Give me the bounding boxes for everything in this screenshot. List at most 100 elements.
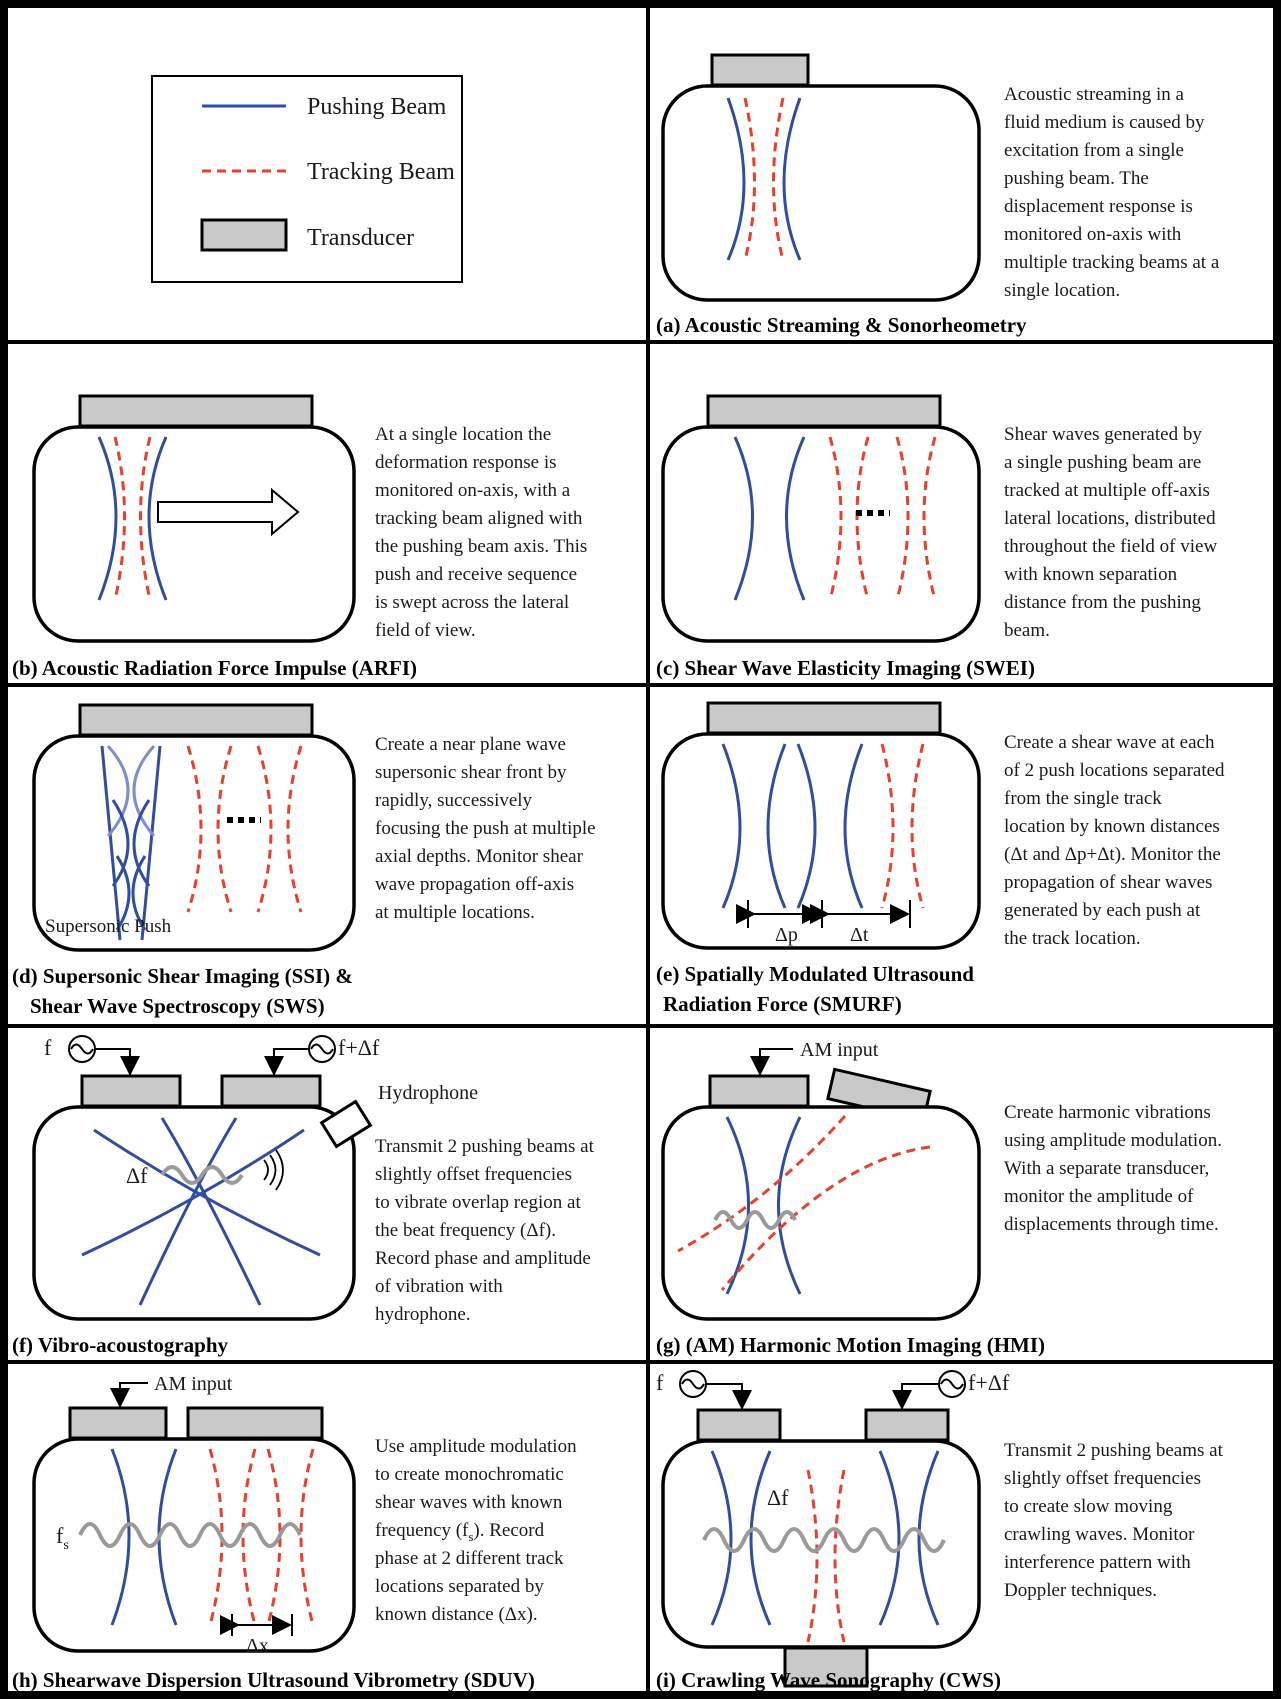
pushing-beam [796,743,817,909]
svg-text:locations separated by: locations separated by [375,1576,544,1597]
pushing-beam [733,436,754,601]
panel-c: Shear waves generated by a single pushin… [656,394,1217,680]
transducer [78,703,314,737]
pushing-beam [777,1116,802,1295]
svg-text:(Δt and Δp+Δt). Monitor the: (Δt and Δp+Δt). Monitor the [1004,844,1221,865]
svg-text:single location.: single location. [1004,280,1120,301]
svg-text:multiple tracking beams at a: multiple tracking beams at a [1004,252,1220,273]
svg-text:field of view.: field of view. [375,620,476,641]
panel-b-caption: (b) Acoustic Radiation Force Impulse (AR… [12,656,417,680]
svg-text:the track location.: the track location. [1004,928,1141,949]
supersonic-push-label: Supersonic Push [45,916,172,937]
legend-transducer-label: Transducer [307,225,414,251]
svg-text:With a separate transducer,: With a separate transducer, [1004,1158,1209,1179]
transducer [706,394,942,428]
svg-text:a single pushing beam are: a single pushing beam are [1004,452,1201,473]
transducer [186,1406,324,1440]
pushing-beam [97,436,118,601]
pushing-beam [725,1116,750,1295]
tracking-beam [256,745,273,913]
svg-text:frequency (fs). Record: frequency (fs). Record [375,1520,545,1544]
frequency-f-plus-delta-label: f+Δf [338,1035,380,1060]
panel-c-caption: (c) Shear Wave Elasticity Imaging (SWEI) [656,656,1035,680]
svg-text:Create harmonic vibrations: Create harmonic vibrations [1004,1102,1211,1123]
frequency-f-label: f [44,1035,52,1060]
tracking-beam [743,97,756,261]
svg-text:of vibration with: of vibration with [375,1276,503,1297]
legend-transducer-swatch [200,218,288,252]
tissue-medium [32,734,356,952]
svg-text:wave propagation off-axis: wave propagation off-axis [375,874,574,895]
svg-text:Record phase and amplitude: Record phase and amplitude [375,1248,591,1269]
pushing-beam [138,1117,238,1306]
tissue-medium [661,425,981,643]
tissue-medium [661,84,981,302]
svg-text:propagation of shear waves: propagation of shear waves [1004,872,1212,893]
svg-text:supersonic shear front by: supersonic shear front by [375,762,567,783]
delta-f-label: Δf [767,1485,789,1510]
panel-f: f f+Δf Hydrophone Δf Transmit 2 [12,1035,595,1357]
tracking-beam [855,436,870,601]
svg-text:monitored on-axis, with a: monitored on-axis, with a [375,480,571,501]
tracking-beam [266,1448,282,1626]
svg-text:displacements through time.: displacements through time. [1004,1214,1219,1235]
tracking-transducer [783,1646,869,1688]
svg-text:at multiple locations.: at multiple locations. [375,902,535,923]
am-input-label: AM input [154,1373,233,1395]
pushing-beam [726,97,746,261]
svg-text:interference pattern with: interference pattern with [1004,1552,1191,1573]
signal-line [892,1383,939,1410]
pushing-beam [710,1450,733,1626]
delta-p-label: Δp [775,924,798,946]
panel-i: f f+Δf Δf Transmit 2 pushing beams at sl… [656,1370,1224,1692]
panel-h-caption: (h) Shearwave Dispersion Ultrasound Vibr… [12,1668,535,1692]
hydrophone-label: Hydrophone [378,1082,478,1104]
transducer [220,1074,322,1108]
svg-text:slightly offset frequencies: slightly offset frequencies [1004,1468,1201,1489]
tracking-beam [186,745,203,913]
pushing-beam [721,743,742,909]
panel-b: At a single location the deformation res… [12,394,587,680]
svg-text:Create a shear wave at each: Create a shear wave at each [1004,732,1215,753]
tracking-beam [216,745,233,913]
panel-c-description: Shear waves generated by a single pushin… [1004,424,1217,641]
svg-text:beam.: beam. [1004,620,1050,641]
svg-text:Transmit 2 pushing beams at: Transmit 2 pushing beams at [375,1136,595,1157]
signal-line [706,1383,752,1410]
svg-text:push and receive sequence: push and receive sequence [375,564,577,585]
tissue-medium [661,1105,981,1321]
transducer [80,1074,182,1108]
svg-text:monitor the amplitude of: monitor the amplitude of [1004,1186,1194,1207]
oscillator-icon [68,1035,96,1063]
panel-g: AM input Create harmonic vibrations usin… [656,1039,1222,1357]
panel-e: Δp Δt Create a shear wave at each of 2 p… [656,701,1225,1016]
am-input-label: AM input [800,1039,879,1061]
oscillator-icon [938,1370,966,1398]
beat-vibration-wave [160,1165,244,1185]
svg-text:pushing beam. The: pushing beam. The [1004,168,1149,189]
panel-i-caption: (i) Crawling Wave Sonography (CWS) [656,1668,1001,1692]
svg-text:is swept across the lateral: is swept across the lateral [375,592,569,613]
panel-d: Supersonic Push Create a near plane wave… [12,703,596,1018]
svg-text:from the single track: from the single track [1004,788,1162,809]
panel-a-description: Acoustic streaming in a fluid medium is … [1004,84,1220,301]
delta-t-label: Δt [850,924,869,946]
svg-text:to create monochromatic: to create monochromatic [375,1464,564,1485]
pushing-beam [147,436,168,601]
tracking-beam [828,436,843,601]
svg-text:excitation from a single: excitation from a single [1004,140,1184,161]
tissue-medium [661,732,981,950]
transducer [78,394,314,428]
tracking-beam [806,1469,819,1643]
svg-text:location by known distances: location by known distances [1004,816,1220,837]
svg-text:to create slow moving: to create slow moving [1004,1496,1173,1517]
panel-h-description: Use amplitude modulation to create monoc… [375,1436,577,1625]
panel-e-description: Create a shear wave at each of 2 push lo… [1004,732,1225,949]
pushing-beam [843,743,864,909]
frequency-f-label: f [656,1370,664,1395]
svg-text:focusing the push at multiple: focusing the push at multiple [375,818,596,839]
svg-text:slightly offset frequencies: slightly offset frequencies [375,1164,572,1185]
harmonic-vibration-wave [713,1210,797,1230]
tracking-beam [677,1115,847,1253]
tracking-beam [208,1448,224,1626]
